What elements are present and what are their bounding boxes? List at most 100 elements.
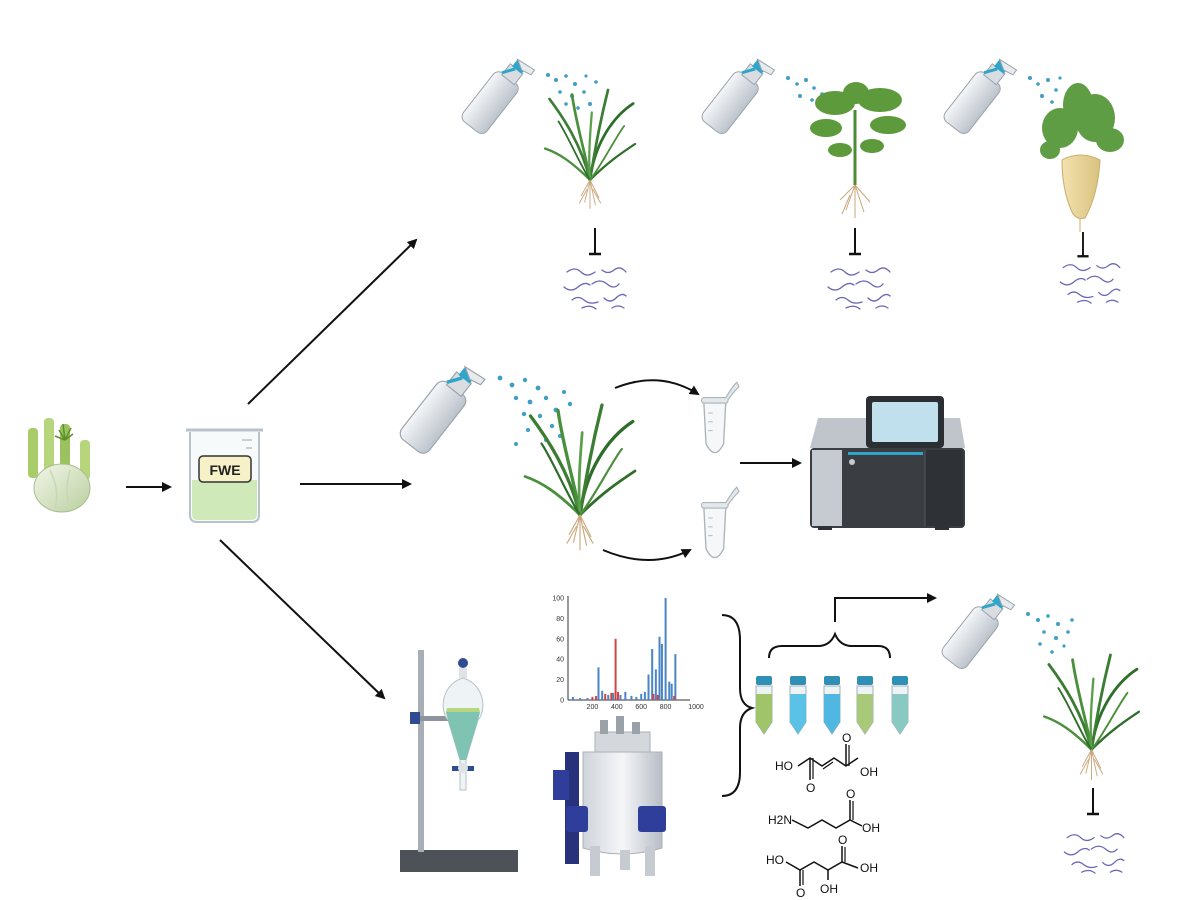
spray-bottle-1 [457, 50, 537, 138]
nematodes-3 [1059, 263, 1121, 304]
tubes-curly-brace [768, 631, 891, 659]
malic-o-top-label: O [838, 833, 847, 847]
spectrum-y-tick-label: 0 [560, 698, 564, 705]
spectrum-peak [658, 636, 661, 700]
chem-structure-gaba: H2N OH O [768, 787, 880, 835]
spectrum-peak [664, 598, 667, 700]
spectrum-peak [670, 683, 673, 700]
spectrum-peak [624, 691, 627, 700]
fumaric-oh-label: OH [860, 765, 878, 779]
separatory-funnel-stand [400, 650, 518, 872]
inhibition-bar-4 [1085, 786, 1101, 816]
spectrum-peak [651, 649, 654, 700]
eppendorf-tube-1 [700, 381, 740, 454]
malic-o-bottom-label: O [796, 886, 805, 900]
spectrum-x-tick-label: 1000 [688, 704, 704, 711]
grouping-bracket [721, 614, 756, 797]
spectrum-x-tick-label: 200 [587, 704, 599, 711]
spray-droplets-5 [1026, 612, 1074, 654]
malic-oh-end-label: OH [860, 861, 878, 875]
fumaric-o-bottom-label: O [806, 781, 815, 795]
spray-droplets-3 [1028, 76, 1062, 104]
eppendorf-tube-2 [700, 486, 740, 559]
falcon-tube-5 [891, 675, 909, 735]
spectrum-bars [571, 598, 677, 700]
spectrum-peak [571, 696, 574, 700]
falcon-tube-4 [856, 675, 874, 735]
spectrum-peak [612, 692, 615, 700]
spectrum-peak [660, 643, 663, 700]
falcon-tube-1 [755, 675, 773, 735]
nmr-spectrometer [553, 716, 666, 876]
spectrum-peak [668, 681, 671, 700]
beaker: FWE [186, 428, 263, 523]
arrow-to-tube-1 [614, 379, 700, 396]
inhibition-bar-2 [847, 226, 863, 256]
spectrum-x-tick-label: 400 [611, 704, 623, 711]
arrow-beaker-to-nematicidal-assays [247, 238, 418, 405]
arrow-beaker-to-fractionation [219, 539, 386, 700]
sequencer-instrument [810, 396, 965, 530]
malic-ho-label: HO [766, 853, 784, 867]
spectrum-y-tick-label: 60 [556, 636, 564, 643]
spectrum-peak [619, 694, 622, 700]
arrow-compounds-to-validation [834, 593, 937, 622]
fumaric-o-top-label: O [842, 731, 851, 745]
sugar-beet-plant [1040, 83, 1124, 232]
spectrum-y-tick-label: 20 [556, 677, 564, 684]
fennel-bulb [28, 418, 91, 513]
falcon-tube-3 [823, 675, 841, 735]
fumaric-ho-label: HO [775, 759, 793, 773]
spectrum-x-ticks: 200 400 600 800 1000 [587, 704, 704, 711]
inhibition-bar-1 [587, 226, 603, 256]
nematodes-1 [563, 267, 627, 310]
spectrum-peak [597, 667, 600, 700]
spray-bottle-3 [939, 50, 1019, 138]
chem-structure-malic-acid: HO OH OH O O [766, 833, 878, 900]
grass-plant-3 [1042, 653, 1141, 782]
spray-bottle-5 [937, 585, 1017, 673]
gaba-nh2-label: H2N [768, 813, 792, 827]
arrow-to-tube-2 [602, 549, 692, 561]
spectrum-peak [674, 654, 677, 700]
spectrum-x-tick-label: 800 [660, 704, 672, 711]
spectrum-peak [595, 695, 598, 700]
falcon-tube-2 [789, 675, 807, 735]
spectrum-y-ticks: 0 20 40 60 80 100 [552, 596, 564, 705]
chem-structure-fumaric-acid: HO OH O O [775, 731, 878, 795]
mass-spectrum-chart: 0 20 40 60 80 100 200 400 600 800 1000 [552, 596, 704, 712]
spray-bottle-2 [697, 50, 777, 138]
spectrum-peak [610, 692, 613, 700]
grass-plant-1 [543, 88, 637, 211]
spectrum-peak [640, 693, 643, 700]
nematodes-2 [827, 267, 891, 310]
nematodes-4 [1063, 833, 1125, 874]
malic-oh-mid-label: OH [820, 882, 838, 896]
spectrum-peak [604, 693, 607, 700]
spectrum-peak [601, 690, 604, 700]
beaker-label: FWE [209, 462, 240, 478]
spectrum-y-tick-label: 80 [556, 616, 564, 623]
spectrum-peak [607, 694, 610, 700]
spectrum-peak [652, 693, 655, 700]
spectrum-peak [643, 691, 646, 700]
spectrum-peak [656, 694, 659, 700]
spectrum-y-tick-label: 40 [556, 657, 564, 664]
inhibition-bar-3 [1076, 230, 1090, 258]
spectrum-peak [647, 674, 650, 700]
spectrum-peak [673, 695, 676, 700]
spectrum-x-tick-label: 600 [635, 704, 647, 711]
spectrum-peak [630, 695, 633, 700]
grass-plant-2 [523, 403, 637, 552]
gaba-oh-label: OH [862, 821, 880, 835]
spectrum-peak [617, 691, 620, 700]
spectrum-peak [654, 669, 657, 700]
spectrum-peak [614, 638, 617, 700]
spectrum-peak [586, 697, 589, 700]
tomato-plant [810, 82, 906, 218]
spectrum-peak [579, 697, 582, 700]
gaba-o-label: O [846, 787, 855, 801]
spectrum-peak [591, 696, 594, 700]
spectrum-y-tick-label: 100 [552, 596, 564, 603]
